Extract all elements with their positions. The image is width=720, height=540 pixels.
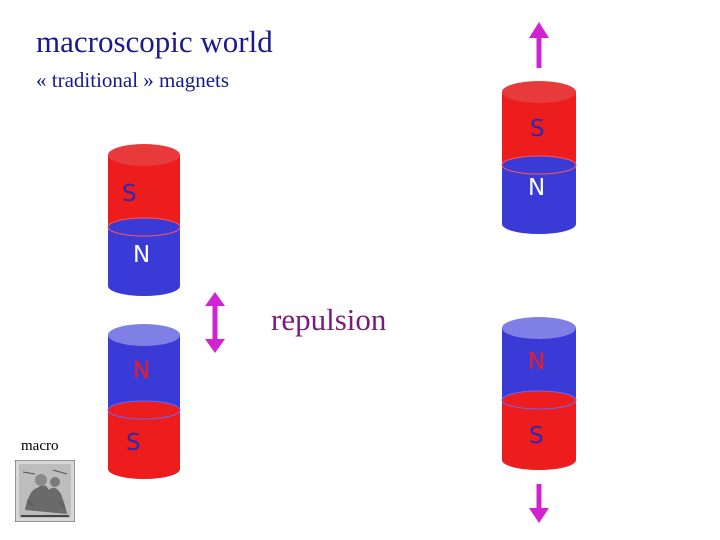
magnet-right-upper: S N <box>501 81 577 234</box>
slide-title: macroscopic world <box>36 24 273 59</box>
magnet-left-lower-divider <box>107 400 181 420</box>
down-arrow-icon <box>529 484 549 523</box>
magnet-right-lower-north-body <box>502 328 576 400</box>
up-arrow-icon <box>529 22 549 68</box>
magnet-right-upper-north-body <box>502 165 576 234</box>
macro-thumbnail-image <box>15 460 75 522</box>
magnet-left-upper-divider <box>107 217 181 237</box>
magnet-right-upper-top-pole: S <box>530 116 545 142</box>
magnet-right-lower-top-pole: N <box>528 349 545 375</box>
magnet-right-lower-divider <box>501 390 577 410</box>
magnet-left-upper-bottom-pole: N <box>133 242 150 268</box>
magnet-right-lower: N S <box>501 317 577 470</box>
magnet-left-lower-top-pole: N <box>133 358 150 384</box>
repulsion-label: repulsion <box>271 302 387 337</box>
magnet-left-upper-top-pole: S <box>122 181 137 207</box>
magnet-left-lower-top-face <box>108 324 180 346</box>
magnet-left-lower-north-body <box>108 335 180 410</box>
thumbnail-caption: macro <box>21 438 59 454</box>
magnet-left-lower: N S <box>107 324 181 479</box>
magnet-left-upper-south-body <box>108 155 180 227</box>
magnet-right-lower-bottom-pole: S <box>529 423 544 449</box>
magnet-right-upper-divider <box>501 155 577 175</box>
magnet-left-upper: S N <box>107 144 181 296</box>
repulsion-double-arrow-icon <box>205 292 225 353</box>
magnet-left-upper-top-face <box>108 144 180 166</box>
slide-subtitle: « traditional » magnets <box>36 68 230 92</box>
magnet-right-upper-top-face <box>502 81 576 103</box>
magnet-right-upper-bottom-pole: N <box>528 175 545 201</box>
magnet-right-lower-south-body <box>502 400 576 470</box>
magnet-left-upper-north-body <box>108 227 180 296</box>
magnet-left-lower-bottom-pole: S <box>126 430 141 456</box>
magnet-right-lower-top-face <box>502 317 576 339</box>
magnet-left-lower-south-body <box>108 410 180 479</box>
magnet-right-upper-south-body <box>502 92 576 165</box>
